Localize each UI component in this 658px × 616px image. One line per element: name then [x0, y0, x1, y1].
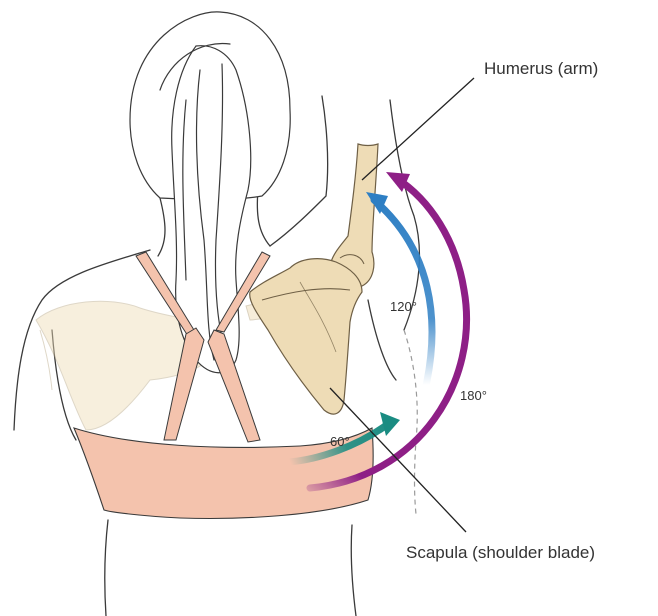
- humerus-leader: [362, 78, 474, 180]
- humerus-label: Humerus (arm): [484, 59, 598, 78]
- scapula-bone: [250, 259, 362, 414]
- angle-180-label: 180°: [460, 388, 487, 403]
- arrow-60-head: [380, 412, 400, 436]
- arrow-120-icon: [374, 200, 432, 386]
- dashed-body-edge: [404, 330, 417, 514]
- angle-120-label: 120°: [390, 299, 417, 314]
- scapula-label: Scapula (shoulder blade): [406, 543, 595, 562]
- angle-60-label: 60°: [330, 434, 350, 449]
